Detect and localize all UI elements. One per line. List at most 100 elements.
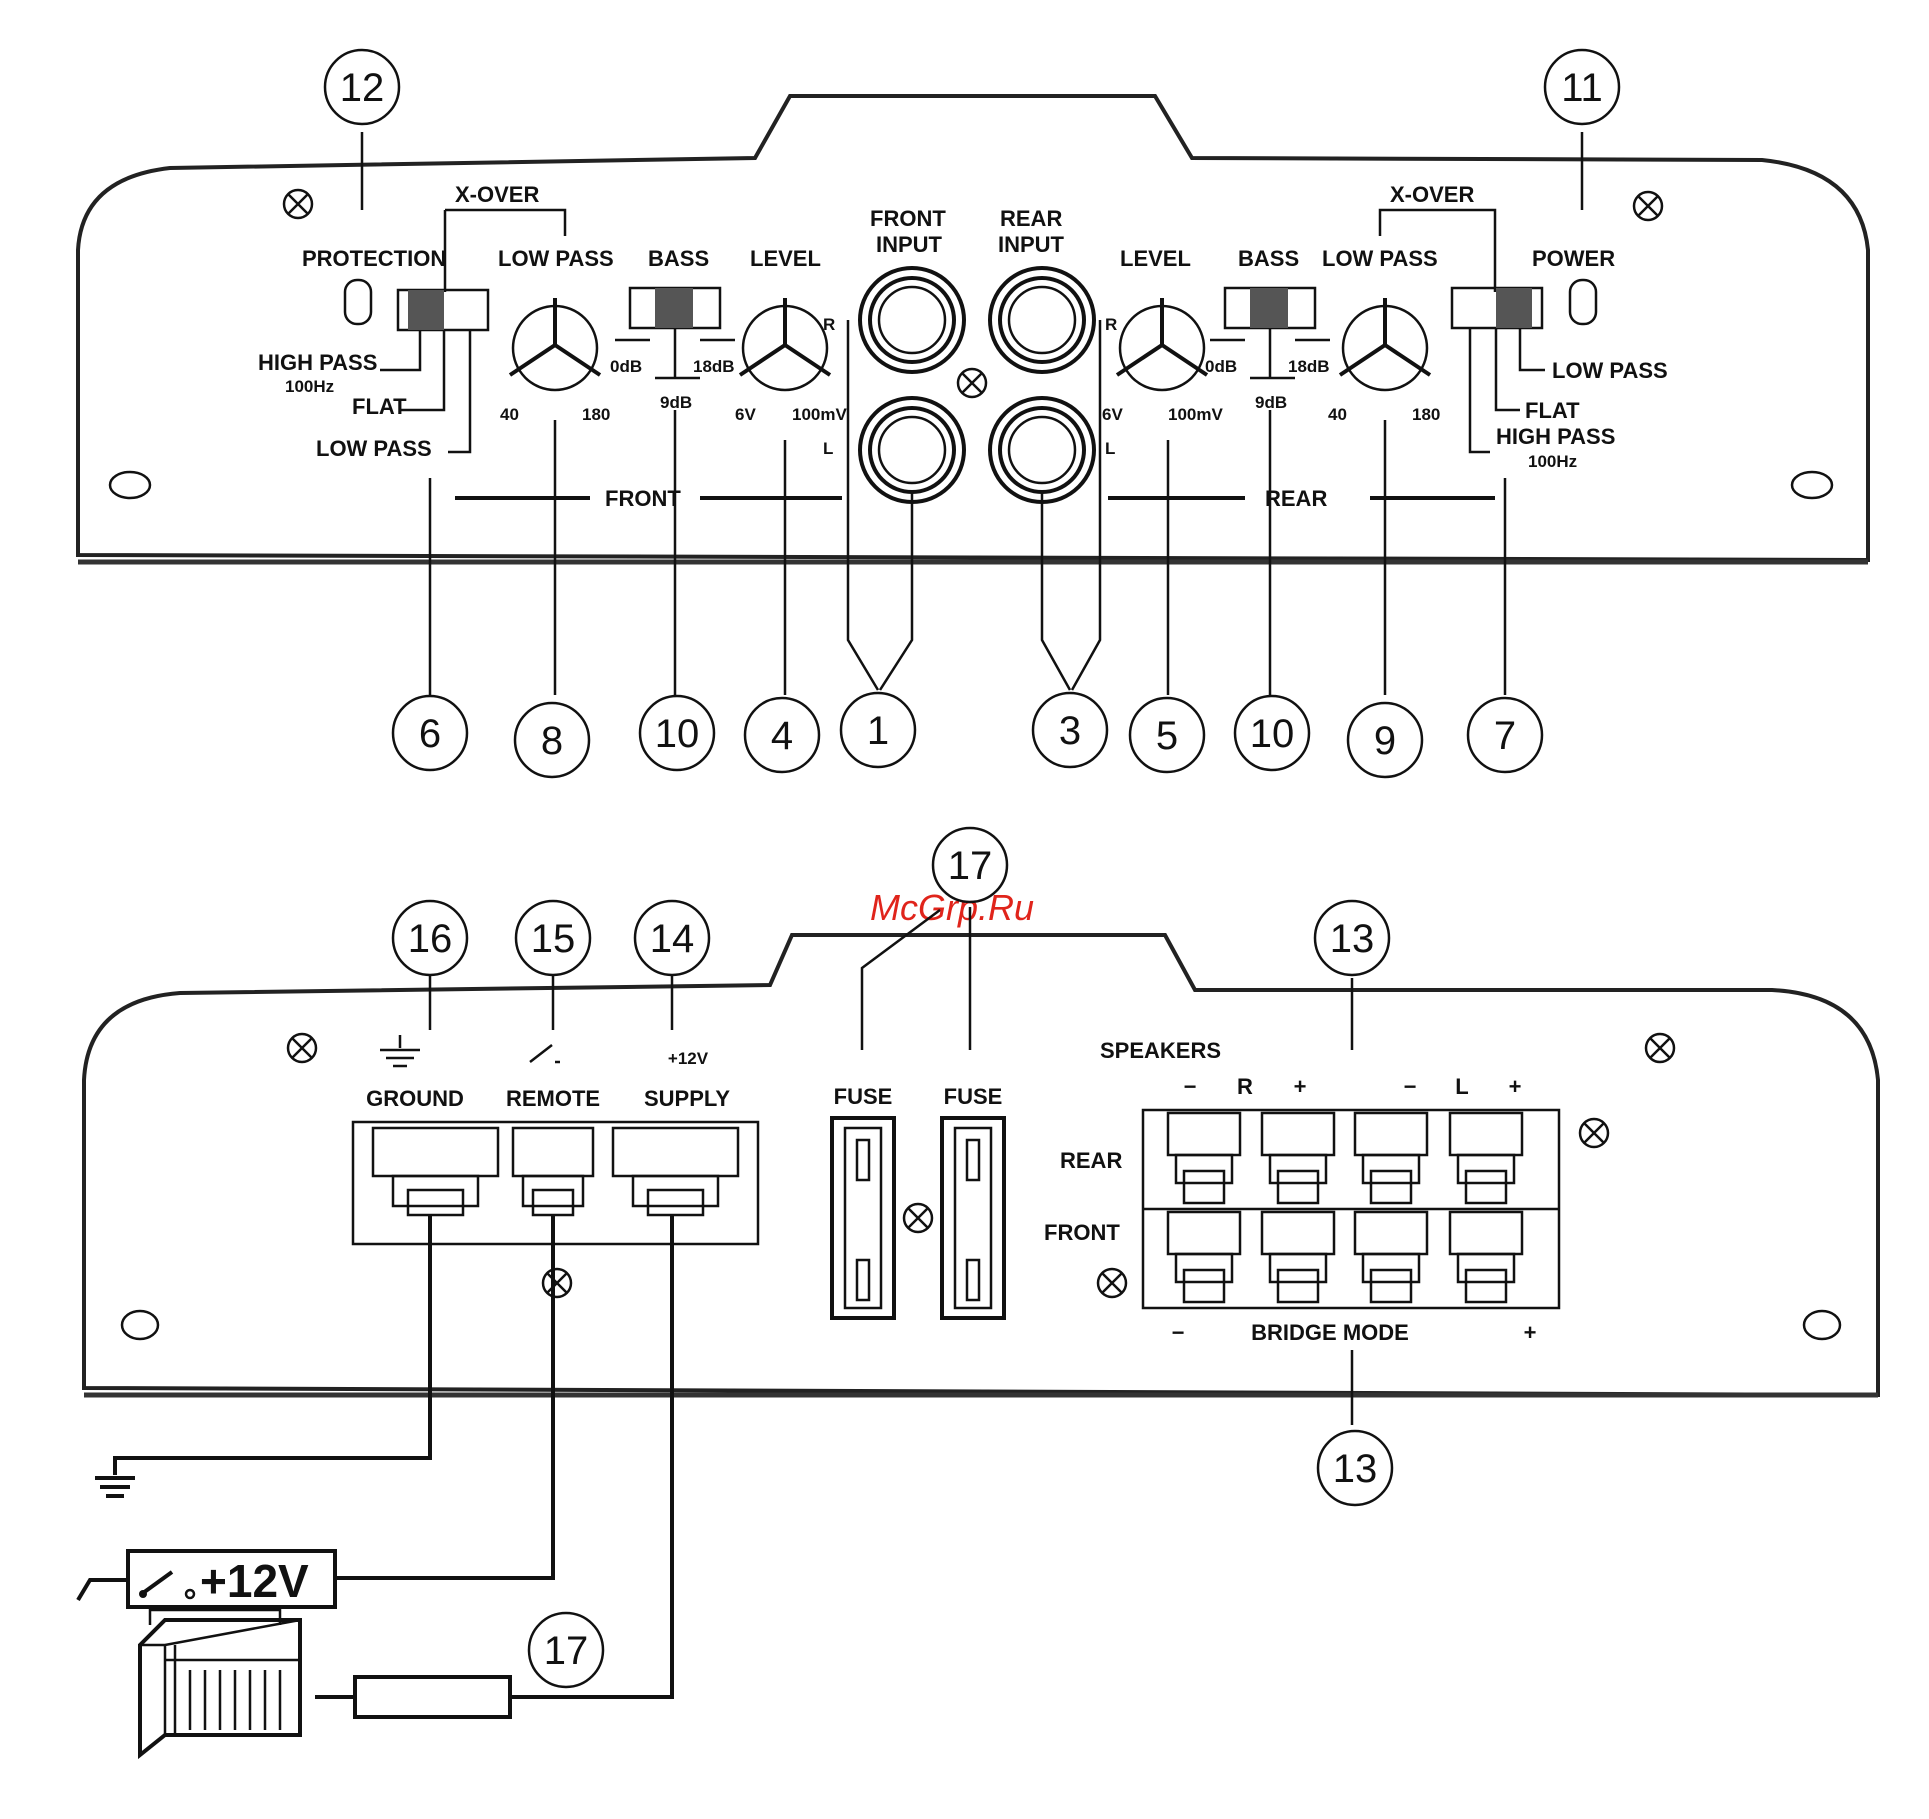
mv-left: 100mV [792,405,847,424]
switch-icon [529,1044,560,1064]
power-label: POWER [1532,246,1615,271]
callout-13-bottom: 13 [1316,1429,1394,1507]
low-pass-right-label: LOW PASS [1322,246,1438,271]
switch-plus12v-label: +12V [200,1555,309,1607]
xover-left-label: X-OVER [455,182,539,207]
bass-right-label: BASS [1238,246,1299,271]
speaker-terminal [1260,1210,1336,1304]
level-left-label: LEVEL [750,246,821,271]
speakers-label: SPEAKERS [1100,1038,1221,1063]
fuse-2-label: FUSE [944,1084,1003,1109]
freq-180-right: 180 [1412,405,1440,424]
flat-right-label: FLAT [1525,398,1580,423]
bass-left-label: BASS [648,246,709,271]
v6-left: 6V [735,405,756,424]
front-input-label-1: FRONT [870,206,946,231]
inline-fuse [353,1675,512,1719]
speaker-minus-2: − [1404,1074,1417,1099]
mount-hole-left-bottom [120,1309,160,1341]
chassis-ground-icon [95,1476,135,1498]
speaker-terminal [1166,1210,1242,1304]
callout-5-text: 5 [1156,714,1178,758]
low-pass-left-knob-pointer [508,298,602,377]
mount-hole-right [1790,470,1834,500]
xover-right-bracket [1378,208,1497,292]
callout-1-text: 1 [867,709,889,753]
speaker-l: L [1455,1074,1468,1099]
fuse-2 [940,1116,1006,1320]
callout-11: 11 [1543,48,1621,126]
callout-9: 9 [1346,701,1424,779]
bass-right-ticks [1210,328,1330,380]
l-left-label: L [823,439,833,458]
db18-right: 18dB [1288,357,1330,376]
callout-1: 1 [839,691,917,769]
remote-terminal [511,1126,595,1217]
callout-6: 6 [391,694,469,772]
remote-label: REMOTE [506,1086,600,1111]
screw-icon [1644,1032,1676,1064]
leader-1 [846,320,914,691]
low-pass-left-label: LOW PASS [498,246,614,271]
bass-left-slider [655,288,693,328]
speaker-terminal [1353,1210,1429,1304]
callout-16: 16 [391,899,469,977]
db0-right: 0dB [1205,357,1237,376]
callout-12: 12 [323,48,401,126]
speaker-terminal [1353,1111,1429,1205]
db9-left: 9dB [660,393,692,412]
r-right-label: R [1105,315,1117,334]
callout-13-top-text: 13 [1330,917,1375,961]
top-panel: PROTECTION POWER X-OVER HIGH PASS 100Hz … [76,48,1870,779]
fuse-1-label: FUSE [834,1084,893,1109]
callout-13-top: 13 [1313,899,1391,977]
r-left-label: R [823,315,835,334]
high-pass-left-label: HIGH PASS [258,350,377,375]
speaker-minus-1: − [1184,1074,1197,1099]
ground-wire [113,1215,432,1475]
bass-left-ticks [615,328,735,380]
callout-13-bottom-text: 13 [1333,1447,1378,1491]
rear-input-label-1: REAR [1000,206,1062,231]
fuse-1 [830,1116,896,1320]
bridge-plus: + [1524,1320,1537,1345]
speaker-r: R [1237,1074,1253,1099]
switch-contact [139,1590,147,1598]
rca-rear-right [988,266,1096,374]
watermark: McGrp.Ru [870,887,1034,928]
speaker-terminal [1448,1111,1524,1205]
bridge-minus: − [1172,1320,1185,1345]
screw-icon [956,367,988,399]
xover-left-leads [380,330,472,454]
bass-right-slider [1250,288,1288,328]
callout-5: 5 [1128,696,1206,774]
level-right-knob-pointer [1115,298,1209,377]
supply-wire [510,1215,674,1699]
screw-icon [541,1267,573,1299]
low-pass-switch-left-label: LOW PASS [316,436,432,461]
top-panel-outline [76,94,1870,563]
screw-icon [282,188,314,220]
callout-7: 7 [1466,696,1544,774]
battery-icon [138,1608,302,1760]
hz-right-label: 100Hz [1528,452,1577,471]
screw-icon [1578,1117,1610,1149]
ground-terminal [371,1126,500,1217]
callout-6-text: 6 [419,712,441,756]
speaker-front-label: FRONT [1044,1220,1120,1245]
freq-40-right: 40 [1328,405,1347,424]
ignition-input-wire [76,1578,128,1602]
leader-3 [1040,320,1102,691]
rear-input-label-2: INPUT [998,232,1065,257]
db18-left: 18dB [693,357,735,376]
supply-terminal [611,1126,740,1217]
freq-40-left: 40 [500,405,519,424]
callout-4-text: 4 [771,714,793,758]
supply-voltage-label: +12V [668,1049,709,1068]
speaker-plus-2: + [1509,1074,1522,1099]
screw-icon [286,1032,318,1064]
freq-180-left: 180 [582,405,610,424]
callout-8: 8 [513,701,591,779]
ground-icon [380,1035,420,1068]
